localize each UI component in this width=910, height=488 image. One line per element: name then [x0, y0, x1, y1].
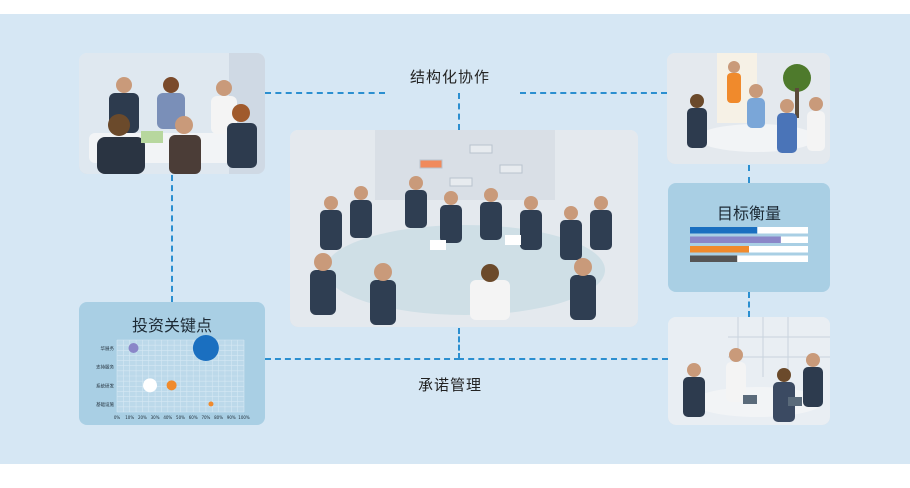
- bar: [690, 246, 749, 253]
- y-tick-label: 系统研发: [96, 382, 114, 389]
- connector-top-left: [265, 92, 385, 94]
- scatter-point: [166, 380, 177, 391]
- bar-track: [690, 255, 808, 262]
- meeting-photo-bottom-right: [668, 317, 830, 425]
- commitment-management-label: 承诺管理: [418, 376, 483, 394]
- bar: [690, 255, 738, 262]
- y-tick-label: 支持服务: [96, 364, 114, 371]
- x-tick-label: 30%: [151, 415, 160, 420]
- scatter-point: [143, 378, 158, 393]
- y-tick-label: 基础设施: [96, 401, 114, 408]
- x-tick-label: 10%: [125, 415, 134, 420]
- x-tick-label: 70%: [201, 415, 210, 420]
- connector-bottom-left: [265, 358, 460, 360]
- y-tick-label: 华展务: [101, 345, 115, 352]
- scatter-point: [208, 401, 214, 407]
- x-tick-label: 60%: [189, 415, 198, 420]
- target-metrics-panel: 目标衡量: [668, 183, 830, 292]
- meeting-photo-top-left: [79, 53, 265, 174]
- x-tick-label: 90%: [227, 415, 236, 420]
- bar: [690, 236, 781, 243]
- connector-top-center: [458, 93, 460, 130]
- connector-left: [171, 175, 173, 302]
- investment-key-points-title: 投资关键点: [131, 316, 212, 335]
- target-metrics-title: 目标衡量: [716, 204, 781, 223]
- meeting-photo-top-right: [667, 53, 830, 164]
- scatter-point: [192, 335, 219, 361]
- investment-key-points-panel: 投资关键点 华展务支持服务系统研发基础设施 0% 10% 20% 30%40% 50% 60…: [79, 302, 265, 425]
- x-tick-label: 100%: [238, 415, 250, 420]
- connector-right-upper: [748, 165, 750, 183]
- connector-top-right: [520, 92, 667, 94]
- x-tick-label: 0%: [114, 415, 121, 420]
- x-tick-label: 50%: [176, 415, 185, 420]
- x-tick-label: 40%: [163, 415, 172, 420]
- target-metrics-bar-chart: [690, 227, 808, 262]
- meeting-photo-center: [290, 130, 638, 327]
- connector-right-lower: [748, 292, 750, 317]
- connector-bottom-center: [458, 328, 460, 359]
- structured-collaboration-label: 结构化协作: [410, 68, 491, 86]
- x-tick-label: 20%: [138, 415, 147, 420]
- connector-bottom-right: [458, 358, 668, 360]
- bar: [690, 227, 758, 234]
- scatter-point: [128, 343, 139, 353]
- x-tick-label: 80%: [214, 415, 223, 420]
